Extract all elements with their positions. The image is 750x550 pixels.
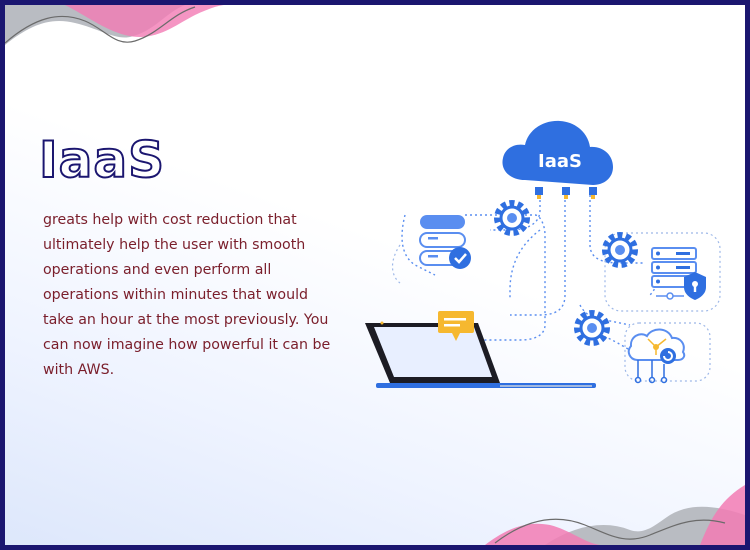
- gear-icon: [602, 232, 638, 268]
- top-left-wave-decoration: [5, 5, 225, 45]
- iaas-illustration: IaaS: [365, 120, 721, 388]
- chat-bubble-icon: [438, 311, 474, 341]
- shield-lock-icon: [684, 272, 706, 300]
- network-cloud-icon: [627, 328, 686, 384]
- description-text: greats help with cost reduction that ult…: [43, 212, 331, 378]
- cloud-icon: IaaS: [502, 120, 613, 199]
- database-icon: [419, 215, 466, 266]
- page-title: IaaS: [38, 131, 166, 189]
- bottom-right-wave-decoration: [485, 485, 745, 545]
- check-badge-icon: [449, 247, 471, 269]
- cloud-label: IaaS: [538, 151, 582, 172]
- laptop-icon: [365, 321, 596, 388]
- gear-icon: [494, 200, 530, 236]
- gear-icon: [574, 310, 610, 346]
